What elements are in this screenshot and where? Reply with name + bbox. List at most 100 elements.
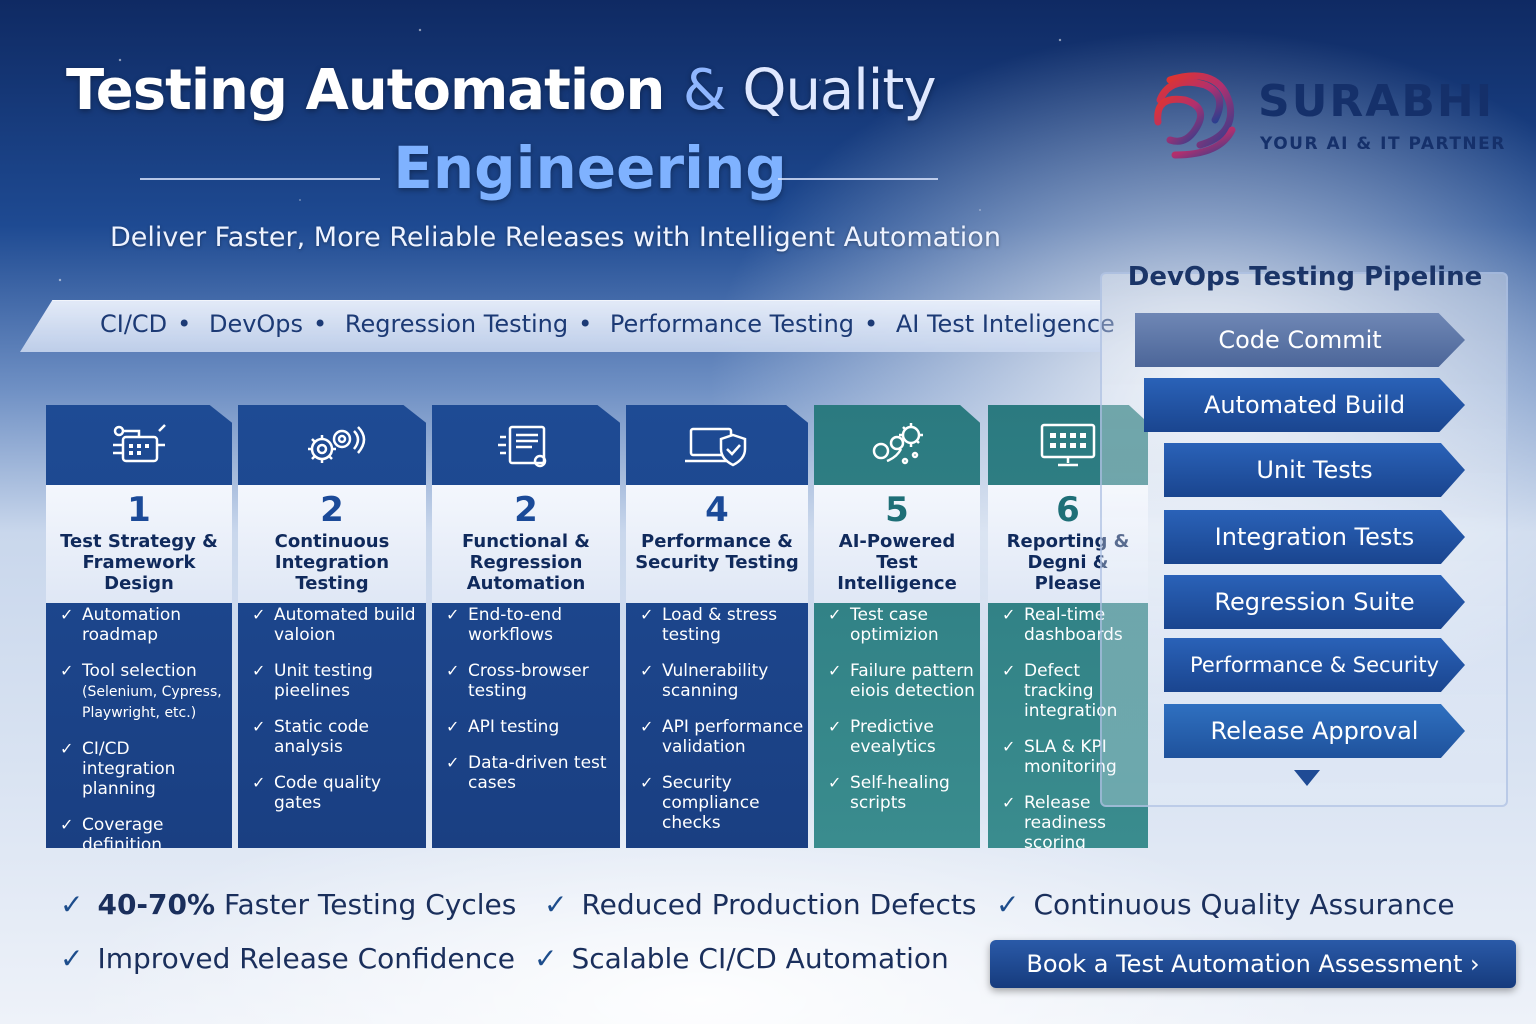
check-icon: ✓: [252, 661, 266, 680]
column-number: 2: [514, 490, 538, 530]
tag-item: DevOps: [208, 310, 304, 338]
page-subtitle: Deliver Faster, More Reliable Releases w…: [110, 222, 1001, 253]
ai-gears-icon: [872, 423, 923, 465]
list-item: ✓CI/CD integration planning: [60, 739, 176, 799]
pipeline-down-arrow-icon: [1294, 770, 1320, 786]
surabhi-logo: SURABHI YOUR AI & IT PARTNER: [1140, 60, 1510, 170]
tag-banner: [20, 300, 1100, 352]
column-title: AI-Powered Test Intelligence: [837, 531, 957, 594]
check-icon: ✓: [60, 661, 74, 680]
list-item: ✓Code quality gates: [252, 773, 382, 813]
document-icon: [498, 425, 547, 468]
list-item: ✓Tool selection(Selenium, Cypress, Playw…: [60, 661, 222, 721]
list-item: ✓Load & stress testing: [640, 605, 778, 645]
pipeline-title: DevOps Testing Pipeline: [1127, 262, 1483, 292]
title-divider-right: [778, 178, 938, 180]
column-title: Functional & Regression Automation: [462, 531, 590, 594]
check-icon: ✓: [640, 605, 654, 624]
pipeline-stage-integration-tests: Integration Tests: [1164, 510, 1465, 564]
pipeline-stage-release-approval: Release Approval: [1164, 704, 1465, 758]
laptop-shield-icon: [685, 427, 747, 467]
check-icon: ✓: [828, 717, 842, 736]
check-icon: ✓: [544, 888, 568, 921]
check-icon: ✓: [252, 605, 266, 624]
benefit-item: ✓40-70% Faster Testing Cycles: [60, 888, 517, 921]
title-ampersand: &: [682, 58, 727, 123]
check-icon: ✓: [828, 773, 842, 792]
check-icon: ✓: [446, 661, 460, 680]
check-icon: ✓: [446, 605, 460, 624]
column-number: 4: [705, 490, 729, 530]
check-icon: ✓: [828, 661, 842, 680]
list-item: ✓Automated build valoion: [252, 605, 416, 645]
list-item: ✓Static code analysis: [252, 717, 370, 757]
list-item: ✓Real-time dashboards: [1002, 605, 1123, 645]
check-icon: ✓: [446, 717, 460, 736]
list-item: ✓Release readiness scoring: [1002, 793, 1106, 853]
check-icon: ✓: [1002, 737, 1016, 756]
check-icon: ✓: [252, 717, 266, 736]
check-icon: ✓: [640, 773, 654, 792]
column-number: 1: [127, 490, 151, 530]
check-icon: ✓: [996, 888, 1020, 921]
list-item: ✓SLA & KPI monitoring: [1002, 737, 1117, 777]
list-item: ✓API performance validation: [640, 717, 804, 757]
list-item: ✓Data-driven test cases: [446, 753, 607, 793]
benefit-item: ✓Improved Release Confidence: [60, 942, 516, 975]
pipeline-stage-code-commit: Code Commit: [1135, 313, 1465, 367]
check-icon: ✓: [1002, 661, 1016, 680]
benefit-item: ✓Reduced Production Defects: [544, 888, 977, 921]
check-icon: ✓: [60, 739, 74, 758]
list-item: ✓Automation roadmap: [60, 605, 182, 645]
service-column-6: 6 Reporting & Degni & Please ✓Real-time …: [988, 405, 1148, 848]
title-part1: Testing Automation: [66, 58, 683, 123]
benefit-item: ✓Scalable CI/CD Automation: [534, 942, 949, 975]
list-item: ✓Self-healing scripts: [828, 773, 950, 813]
check-icon: ✓: [60, 942, 84, 975]
pipeline-stage-automated-build: Automated Build: [1144, 378, 1465, 432]
service-column-5: 5 AI-Powered Test Intelligence ✓Test cas…: [814, 405, 980, 848]
check-icon: ✓: [640, 717, 654, 736]
check-icon: ✓: [60, 815, 74, 834]
check-icon: ✓: [446, 753, 460, 772]
list-item: ✓Failure pattern eiois detection: [828, 661, 975, 701]
check-icon: ✓: [534, 942, 558, 975]
column-title: Reporting & Degni & Please: [1006, 531, 1130, 594]
framework-icon: [113, 424, 166, 463]
title-divider-left: [140, 178, 380, 180]
list-item: ✓Predictive evealytics: [828, 717, 936, 757]
service-column-2: 2 Continuous Integration Testing ✓Automa…: [238, 405, 426, 848]
book-assessment-button[interactable]: Book a Test Automation Assessment ›: [990, 940, 1516, 988]
logo-tagline: YOUR AI & IT PARTNER: [1260, 134, 1506, 154]
check-icon: ✓: [1002, 793, 1016, 812]
column-title: Test Strategy & Framework Design: [60, 531, 218, 594]
column-number: 6: [1056, 490, 1080, 530]
tag-item: CI/CD: [100, 310, 168, 338]
tag-item: Performance Testing: [609, 310, 855, 338]
page-title-line2: Engineering: [393, 134, 787, 202]
gears-icon: [308, 426, 366, 463]
list-item: ✓Test case optimizion: [828, 605, 939, 645]
check-icon: ✓: [640, 661, 654, 680]
dashboard-monitor-icon: [1040, 423, 1096, 467]
column-title: Performance & Security Testing: [635, 531, 799, 573]
column-number: 5: [885, 490, 909, 530]
benefit-item: ✓Continuous Quality Assurance: [996, 888, 1455, 921]
surabhi-swirl-logo-icon: [1154, 72, 1236, 159]
list-item: ✓Security compliance checks: [640, 773, 760, 833]
column-number: 2: [320, 490, 344, 530]
title-part2: Quality: [725, 58, 936, 123]
check-icon: ✓: [828, 605, 842, 624]
check-icon: ✓: [252, 773, 266, 792]
list-item: ✓End-to-end workflows: [446, 605, 562, 645]
check-icon: ✓: [60, 888, 84, 921]
list-item: ✓API testing: [446, 717, 560, 737]
tag-item: AI Test Inteligence: [895, 310, 1115, 338]
pipeline-stage-regression-suite: Regression Suite: [1164, 575, 1465, 629]
service-column-3: 2 Functional & Regression Automation ✓En…: [432, 405, 620, 848]
check-icon: ✓: [60, 605, 74, 624]
list-item: ✓Coverage definition: [60, 815, 164, 855]
list-item: ✓Vulnerability scanning: [640, 661, 769, 701]
tag-list: CI/CD• DevOps• Regression Testing• Perfo…: [100, 310, 1115, 338]
logo-name: SURABHI: [1258, 76, 1495, 127]
